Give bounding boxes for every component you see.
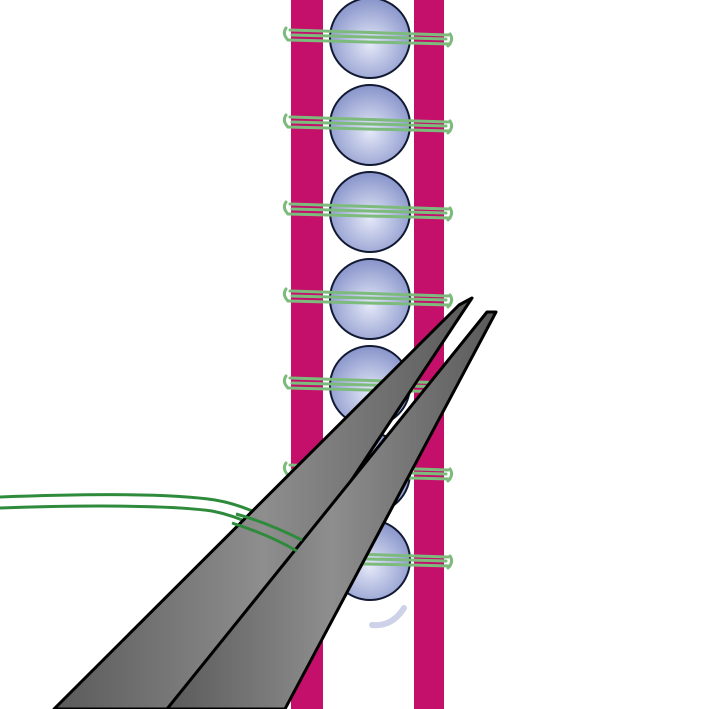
weft-thread-strand: [282, 113, 290, 129]
weft-thread-strand: [446, 467, 454, 483]
weft-thread-strand: [288, 115, 450, 124]
weft-thread-strand: [288, 202, 450, 211]
weft-thread-strand: [282, 461, 290, 477]
weft-thread-strand: [288, 289, 450, 298]
weft-thread-strand: [288, 376, 450, 385]
weft-thread-strand: [446, 32, 454, 48]
weft-thread-strand: [282, 26, 290, 42]
weft-thread-strand: [446, 206, 454, 222]
weft-thread-strand: [290, 381, 448, 389]
weft-thread-strand: [290, 33, 448, 41]
weft-thread-strand: [282, 374, 290, 390]
weft-thread-group: [282, 26, 454, 570]
weft-thread-strand: [282, 200, 290, 216]
weft-thread-strand: [286, 212, 452, 220]
ghost-bead-arc: [369, 605, 407, 629]
weft-thread-strand: [288, 28, 450, 37]
weft-thread-strand: [286, 125, 452, 133]
needle-icon: [165, 310, 498, 709]
needle-thread-strand: [231, 521, 298, 553]
weft-thread-strand: [290, 207, 448, 215]
weft-thread-strand: [446, 554, 454, 570]
needle-thread-strand: [235, 512, 303, 542]
weft-thread-strand: [446, 119, 454, 135]
weft-thread-strand: [286, 38, 452, 46]
weft-thread-strand: [290, 120, 448, 128]
weft-thread-strand: [446, 293, 454, 309]
weft-thread-strand: [290, 294, 448, 302]
needle-group: [52, 296, 498, 709]
weft-thread-strand: [286, 299, 452, 307]
weft-thread-strand: [282, 287, 290, 303]
